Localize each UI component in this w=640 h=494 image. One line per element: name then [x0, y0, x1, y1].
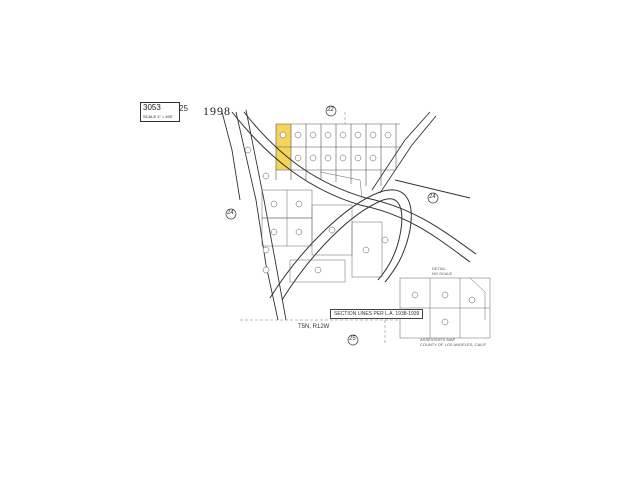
section-label-west: 24 — [227, 210, 234, 216]
parcel-grid-southeast — [399, 277, 491, 339]
scale-note: SCALE 1" = 400' — [143, 114, 173, 119]
parcel-grid-central — [261, 171, 383, 283]
county-note: ASSESSOR'S MAP COUNTY OF LOS ANGELES, CA… — [420, 337, 487, 347]
section-lines-note: SECTION LINES PER L.A. 1938-1939 — [330, 309, 424, 319]
curved-ramp — [269, 189, 412, 301]
county-note-line2: COUNTY OF LOS ANGELES, CALIF. — [420, 342, 487, 347]
parcel-grid-north — [275, 123, 400, 186]
west-highway — [221, 109, 287, 321]
detail-title: DETAIL — [432, 266, 446, 271]
section-label-east: 24 — [429, 194, 436, 200]
book-page-number: 3053 — [143, 103, 161, 112]
page-number: 25 — [179, 104, 188, 113]
section-label-north: 22 — [327, 107, 334, 113]
detail-note: DETAIL NO SCALE — [432, 266, 452, 276]
parcel-bubbles — [244, 131, 476, 326]
northeast-road — [371, 111, 471, 199]
detail-scale: NO SCALE — [432, 271, 453, 276]
section-circles — [225, 105, 439, 346]
map-year: 1998 — [203, 104, 231, 118]
section-lines — [240, 112, 400, 345]
township-range-label: T5N, R12W — [298, 324, 330, 330]
section-label-south: 25 — [349, 336, 356, 342]
book-page-box: 3053 SCALE 1" = 400' — [140, 102, 180, 122]
county-note-line1: ASSESSOR'S MAP — [420, 337, 456, 342]
diagonal-highway — [231, 111, 477, 263]
